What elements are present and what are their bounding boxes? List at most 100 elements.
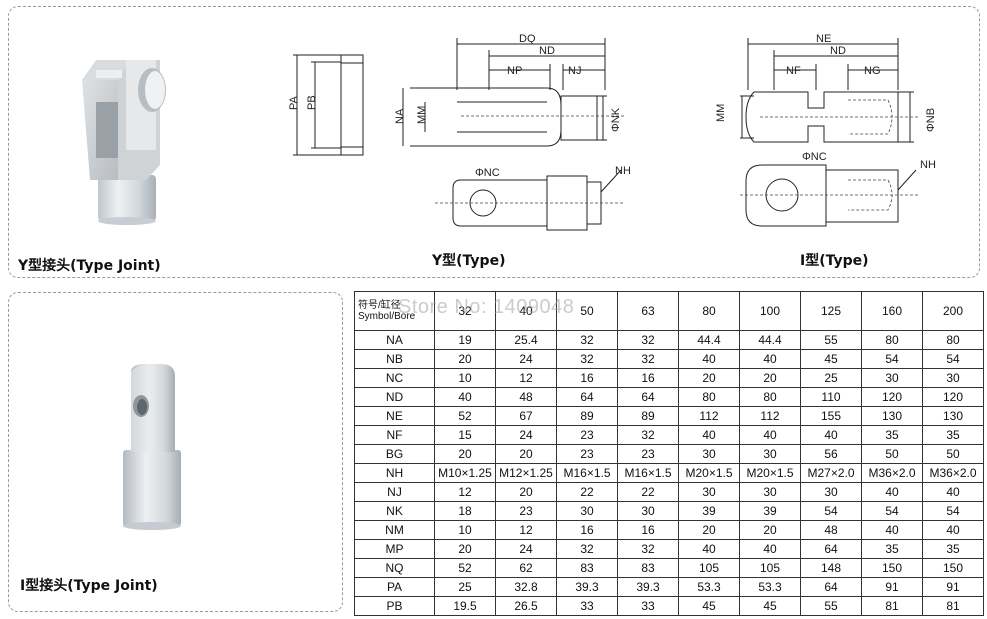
row-symbol: NE xyxy=(354,406,435,426)
table-cell: 112 xyxy=(739,406,801,426)
header-label-line1: 符号/缸径 xyxy=(358,300,401,311)
dim-nj: NJ xyxy=(568,65,581,77)
row-symbol: NH xyxy=(354,463,435,483)
row-symbol: NQ xyxy=(354,558,435,578)
dim-ne: NE xyxy=(816,33,831,45)
table-cell: 89 xyxy=(556,406,618,426)
row-symbol: BG xyxy=(354,444,435,464)
table-cell: 54 xyxy=(922,501,984,521)
table-cell: 32 xyxy=(556,330,618,350)
y-joint-caption: Y型接头(Type Joint) xyxy=(18,258,161,274)
table-cell: 150 xyxy=(861,558,923,578)
table-cell: 39 xyxy=(739,501,801,521)
table-cell: 40 xyxy=(861,520,923,540)
table-cell: M16×1.5 xyxy=(617,463,679,483)
table-cell: 16 xyxy=(617,368,679,388)
header-label-cell: 符号/缸径 Symbol/Bore xyxy=(354,291,435,331)
row-symbol: PB xyxy=(354,596,435,616)
table-cell: 110 xyxy=(800,387,862,407)
table-cell: 30 xyxy=(617,501,679,521)
table-header-row: 符号/缸径 Symbol/Bore 32 40 50 63 80 100 125… xyxy=(354,291,984,331)
i-joint-photo xyxy=(123,364,181,530)
table-cell: 53.3 xyxy=(739,577,801,597)
table-cell: 64 xyxy=(617,387,679,407)
table-cell: 15 xyxy=(434,425,496,445)
table-cell: 39.3 xyxy=(556,577,618,597)
table-cell: 35 xyxy=(861,425,923,445)
table-cell: 80 xyxy=(861,330,923,350)
table-cell: 12 xyxy=(495,368,557,388)
table-cell: 80 xyxy=(739,387,801,407)
table-cell: 40 xyxy=(678,425,740,445)
table-cell: 48 xyxy=(495,387,557,407)
table-cell: 53.3 xyxy=(678,577,740,597)
dim-nk: ΦNK xyxy=(610,107,622,132)
table-cell: 32 xyxy=(617,349,679,369)
dim-pb: PB xyxy=(306,95,318,110)
table-cell: 52 xyxy=(434,558,496,578)
table-cell: 105 xyxy=(678,558,740,578)
table-cell: M12×1.25 xyxy=(495,463,557,483)
row-symbol: ND xyxy=(354,387,435,407)
bore-header: 160 xyxy=(861,291,923,331)
table-cell: 81 xyxy=(861,596,923,616)
table-cell: 112 xyxy=(678,406,740,426)
table-cell: 20 xyxy=(434,349,496,369)
table-cell: 130 xyxy=(922,406,984,426)
table-cell: 32 xyxy=(556,349,618,369)
table-cell: 16 xyxy=(556,368,618,388)
table-cell: 24 xyxy=(495,425,557,445)
dim-na: NA xyxy=(394,108,406,124)
table-cell: 64 xyxy=(800,539,862,559)
table-cell: 30 xyxy=(800,482,862,502)
table-cell: 39.3 xyxy=(617,577,679,597)
table-cell: 20 xyxy=(495,444,557,464)
table-cell: 30 xyxy=(678,482,740,502)
y-type-drawing: PA PB DQ ND NP NJ NA MM ΦNK ΦNC NH xyxy=(288,33,630,231)
bore-header: 200 xyxy=(922,291,984,331)
table-cell: 64 xyxy=(800,577,862,597)
bore-header: 63 xyxy=(617,291,679,331)
row-symbol: NA xyxy=(354,330,435,350)
table-cell: 50 xyxy=(861,444,923,464)
table-cell: 20 xyxy=(678,520,740,540)
dim-pa: PA xyxy=(288,95,300,110)
dim-mm: MM xyxy=(416,106,428,124)
table-cell: 155 xyxy=(800,406,862,426)
dim-nb: ΦNB xyxy=(925,108,937,132)
table-cell: 32 xyxy=(617,425,679,445)
table-cell: 40 xyxy=(739,425,801,445)
table-cell: 89 xyxy=(617,406,679,426)
table-cell: 24 xyxy=(495,349,557,369)
table-cell: 40 xyxy=(678,539,740,559)
dim-ng: NG xyxy=(864,65,881,77)
table-cell: 30 xyxy=(739,482,801,502)
table-cell: 44.4 xyxy=(678,330,740,350)
table-cell: 30 xyxy=(556,501,618,521)
table-cell: 35 xyxy=(922,539,984,559)
table-cell: 40 xyxy=(861,482,923,502)
table-cell: 81 xyxy=(922,596,984,616)
table-cell: 25.4 xyxy=(495,330,557,350)
table-cell: 35 xyxy=(861,539,923,559)
dim-nd: ND xyxy=(539,45,555,57)
table-cell: 16 xyxy=(556,520,618,540)
table-cell: 26.5 xyxy=(495,596,557,616)
table-cell: 120 xyxy=(861,387,923,407)
table-cell: 40 xyxy=(434,387,496,407)
table-cell: 30 xyxy=(739,444,801,464)
row-symbol: PA xyxy=(354,577,435,597)
table-cell: 40 xyxy=(922,482,984,502)
table-cell: 18 xyxy=(434,501,496,521)
table-cell: 55 xyxy=(800,330,862,350)
table-cell: 20 xyxy=(678,368,740,388)
table-cell: 80 xyxy=(678,387,740,407)
table-cell: 33 xyxy=(556,596,618,616)
table-cell: 20 xyxy=(434,444,496,464)
